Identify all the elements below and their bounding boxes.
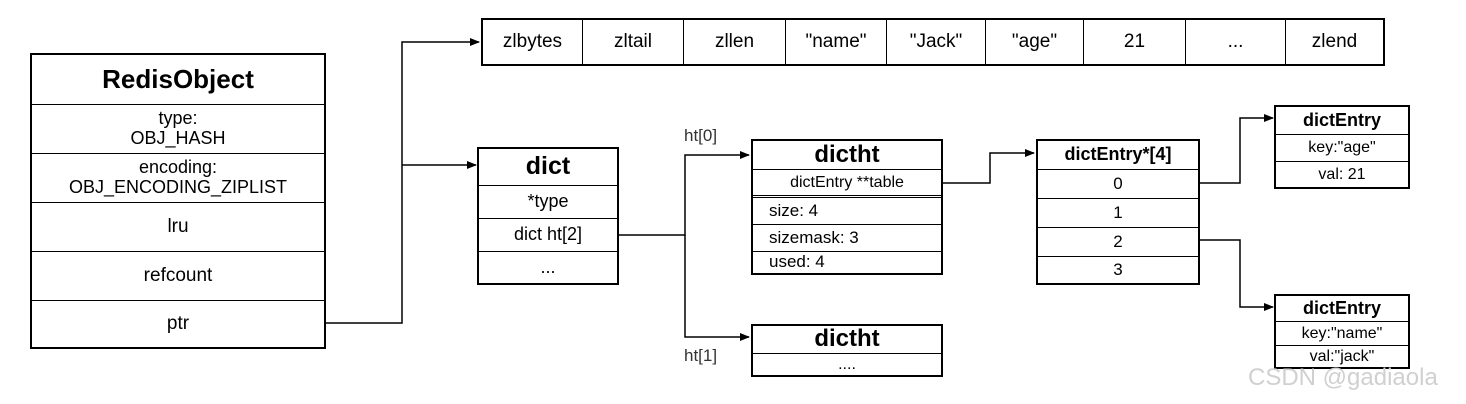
dict-box: dict *type dict ht[2] ...: [477, 147, 619, 285]
ht0-label: ht[0]: [684, 126, 718, 145]
dictht0-box: dictht dictEntry **table size: 4 sizemas…: [751, 139, 943, 275]
entry-age-box: dictEntry key:"age" val: 21: [1274, 105, 1410, 189]
entry-age-val: val: 21: [1276, 161, 1408, 187]
dictht0-used: used: 4: [753, 251, 941, 273]
entry-age-key: key:"age": [1276, 134, 1408, 161]
entry-array-slot: 0: [1038, 169, 1198, 198]
entry-name-val: val:"jack": [1276, 345, 1408, 367]
arrow-ht-to-dictht1: [684, 235, 750, 341]
arrow-slot2-to-entry-name: [1200, 239, 1274, 311]
arrow-ht-to-dictht0: [619, 151, 750, 236]
dict-ht: dict ht[2]: [479, 218, 617, 251]
arrow-table-to-array: [943, 149, 1035, 184]
entry-name-title: dictEntry: [1302, 297, 1381, 318]
ziplist-cell: zlbytes: [483, 20, 583, 64]
ziplist-row: zlbytes zltail zllen "name" "Jack" "age"…: [481, 18, 1385, 66]
redis-object-refcount: refcount: [32, 251, 324, 300]
redis-object-box: RedisObject type: OBJ_HASH encoding: OBJ…: [30, 53, 326, 349]
ht1-label: ht[1]: [684, 346, 718, 365]
entry-array-box: dictEntry*[4] 0 1 2 3: [1036, 139, 1200, 285]
dict-title: dict: [525, 152, 571, 181]
entry-name-key: key:"name": [1276, 321, 1408, 345]
entry-array-slot: 3: [1038, 256, 1198, 283]
dictht0-sizemask: sizemask: 3: [753, 224, 941, 251]
dictht0-size: size: 4: [753, 197, 941, 224]
ziplist-cell: zltail: [583, 20, 684, 64]
ziplist-cell: zlend: [1311, 31, 1358, 52]
redis-object-encoding: encoding: OBJ_ENCODING_ZIPLIST: [32, 153, 324, 202]
arrow-slot0-to-entry-age: [1200, 114, 1274, 184]
dict-type: *type: [479, 185, 617, 218]
ziplist-cell: "name": [786, 20, 887, 64]
dictht1-box: dictht ....: [751, 324, 943, 377]
arrow-ptr-to-ziplist: [325, 38, 480, 324]
entry-age-title: dictEntry: [1302, 109, 1381, 130]
redis-object-ptr: ptr: [32, 300, 324, 347]
entry-name-box: dictEntry key:"name" val:"jack": [1274, 294, 1410, 369]
entry-array-slot: 1: [1038, 198, 1198, 227]
ziplist-cell: ...: [1186, 20, 1286, 64]
ziplist-cell: 21: [1084, 20, 1186, 64]
ziplist-cell: "Jack": [887, 20, 986, 64]
redis-object-lru: lru: [32, 202, 324, 251]
ziplist-cell: "age": [986, 20, 1084, 64]
redis-object-type: type: OBJ_HASH: [32, 104, 324, 153]
entry-array-title: dictEntry*[4]: [1064, 144, 1172, 165]
dict-more: ...: [479, 251, 617, 283]
dictht0-table: dictEntry **table: [753, 169, 941, 196]
redis-object-title: RedisObject: [102, 64, 254, 95]
entry-array-slot: 2: [1038, 227, 1198, 256]
dictht1-more: ....: [753, 353, 941, 375]
dictht0-title: dictht: [814, 140, 880, 168]
ziplist-cell: zllen: [684, 20, 786, 64]
watermark: CSDN @gadiaola: [1248, 364, 1438, 391]
dictht1-title: dictht: [814, 325, 880, 353]
